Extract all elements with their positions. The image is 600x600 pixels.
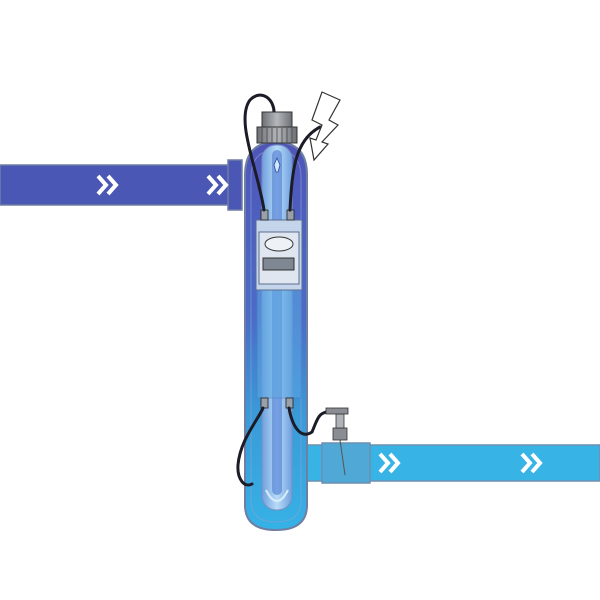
flow-chevron-icon: [206, 174, 219, 196]
connector-bottom-right: [285, 397, 294, 409]
lamp-bulb-icon: [273, 156, 281, 173]
flow-chevron-icon: [520, 452, 533, 474]
connector-top-left: [260, 209, 269, 221]
display-screen: [262, 257, 295, 271]
flow-chevron-icon: [388, 452, 401, 474]
uv-chamber: [256, 289, 302, 399]
connector-bottom-left: [260, 397, 269, 409]
flow-chevron-icon: [530, 452, 543, 474]
flow-sensor: [321, 407, 371, 484]
ballast-box: [255, 219, 303, 291]
indicator-oval: [264, 236, 294, 252]
inlet-pipe: [0, 159, 243, 211]
flow-chevron-icon: [378, 452, 391, 474]
flow-chevron-icon: [216, 174, 229, 196]
lamp-cap: [256, 111, 298, 144]
flow-chevron-icon: [96, 174, 109, 196]
flow-chevron-icon: [106, 174, 119, 196]
connector-top-right: [286, 209, 295, 221]
lightning-bolt-icon: [309, 91, 341, 162]
power-cables: [236, 93, 334, 487]
